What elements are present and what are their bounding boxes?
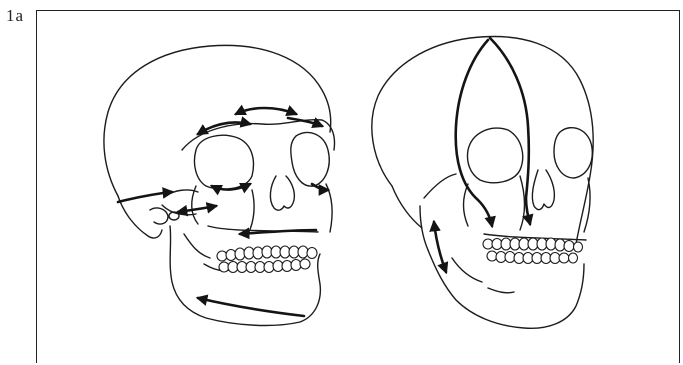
left-skull-arch-arrow — [118, 192, 172, 202]
right-skull-nasal-cavity — [532, 170, 554, 210]
left-skull — [104, 45, 335, 325]
right-cranium-outline — [372, 37, 593, 244]
left-skull-orbit-2 — [291, 132, 329, 186]
right-skull-orbit-1 — [468, 128, 523, 183]
right-skull-ramus-arrow — [434, 222, 446, 272]
left-skull-mandible — [170, 226, 320, 325]
left-skull-zygoma-arrow — [178, 206, 216, 212]
left-skull-lower-teeth — [219, 259, 310, 273]
right-skull-upper-teeth — [483, 238, 583, 252]
right-skull — [372, 37, 593, 329]
right-skull-orbit-2 — [554, 128, 592, 178]
left-skull-cheek-arrow — [312, 184, 328, 190]
right-skull-lower-teeth — [487, 251, 578, 264]
left-skull-brow-arrow-top — [236, 108, 296, 114]
left-skull-nasal-cavity — [270, 176, 294, 210]
left-skull-upper-teeth — [217, 246, 317, 261]
right-skull-left-descending-arrow — [456, 40, 492, 226]
left-skull-mandible-arrow — [198, 298, 304, 316]
left-skull-orbit-1 — [194, 135, 253, 189]
